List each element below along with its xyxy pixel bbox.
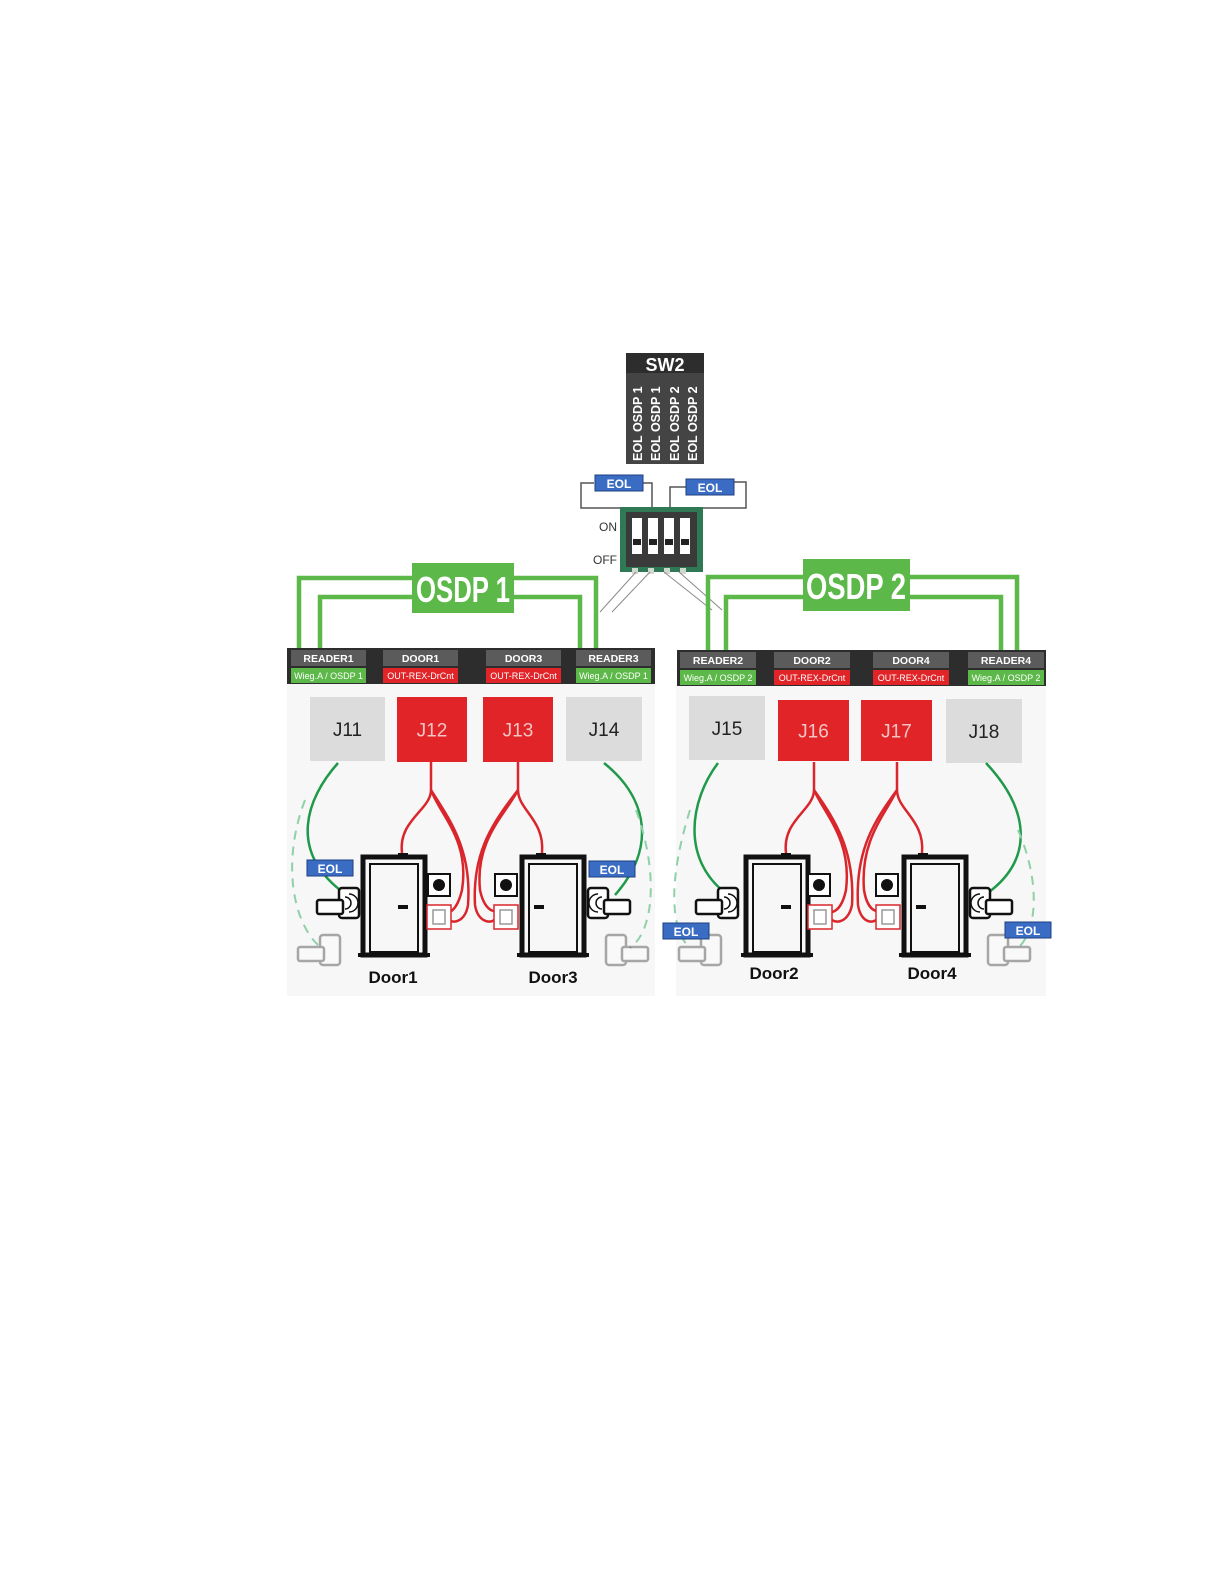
dip-to-bus-lines: [599, 571, 723, 613]
sw2-label-2: EOL OSDP 1: [649, 386, 663, 461]
sw2-label-4: EOL OSDP 2: [686, 386, 700, 461]
connector-j16: J16: [778, 700, 849, 761]
door-wires-red: [400, 762, 924, 923]
connector-j15: J15: [689, 696, 765, 760]
connector-blocks: J11 J12 J13 J14 J15 J16 J17 J18: [310, 696, 1022, 763]
svg-text:DOOR2: DOOR2: [793, 655, 831, 667]
connector-j12: J12: [397, 697, 467, 762]
svg-text:DOOR3: DOOR3: [505, 653, 543, 665]
svg-text:EOL: EOL: [607, 477, 632, 491]
connector-j17: J17: [861, 700, 932, 761]
osdp2-bus-wires: [705, 574, 1020, 650]
svg-text:Wieg.A / OSDP 1: Wieg.A / OSDP 1: [294, 671, 363, 681]
reader-eol-tag-door1: EOL: [306, 859, 354, 877]
reader-eol-tag-door2: EOL: [662, 922, 710, 940]
door-3: [517, 853, 589, 958]
sw2-eol-tag-2: EOL: [685, 478, 735, 496]
svg-text:READER3: READER3: [588, 653, 638, 665]
svg-text:J17: J17: [881, 722, 912, 743]
connector-j11: J11: [310, 697, 385, 761]
door-label-door1: Door1: [368, 968, 417, 987]
svg-text:READER4: READER4: [981, 655, 1031, 667]
svg-text:J12: J12: [417, 721, 448, 742]
svg-text:EOL: EOL: [318, 862, 343, 876]
sw2-label-3: EOL OSDP 2: [668, 386, 682, 461]
door-label-door2: Door2: [749, 964, 798, 983]
svg-text:OSDP 1: OSDP 1: [416, 569, 510, 610]
faded-card-reader-icons: [296, 933, 1032, 967]
door-4: [899, 853, 971, 958]
svg-text:OUT-REX-DrCnt: OUT-REX-DrCnt: [878, 673, 945, 683]
connector-j13: J13: [483, 697, 553, 762]
svg-text:READER2: READER2: [693, 655, 743, 667]
svg-text:EOL: EOL: [600, 863, 625, 877]
svg-text:J15: J15: [712, 719, 743, 740]
svg-text:Wieg.A / OSDP 2: Wieg.A / OSDP 2: [684, 673, 753, 683]
svg-text:J14: J14: [589, 720, 620, 741]
door-label-door4: Door4: [907, 964, 957, 983]
svg-text:J13: J13: [503, 721, 534, 742]
svg-text:EOL: EOL: [698, 481, 723, 495]
door-label-door3: Door3: [528, 968, 577, 987]
osdp2-bus-label: OSDP 2: [803, 559, 910, 611]
sw2-eol-tag-1: EOL: [594, 474, 644, 492]
svg-text:J16: J16: [798, 722, 829, 743]
door-1: [358, 853, 430, 958]
osdp1-bus-label: OSDP 1: [412, 563, 514, 613]
svg-text:OUT-REX-DrCnt: OUT-REX-DrCnt: [779, 673, 846, 683]
svg-text:Wieg.A / OSDP 2: Wieg.A / OSDP 2: [972, 673, 1041, 683]
svg-text:OSDP 2: OSDP 2: [806, 566, 906, 607]
svg-text:Wieg.A / OSDP 1: Wieg.A / OSDP 1: [579, 671, 648, 681]
sw2-eol-brackets: [580, 481, 747, 509]
sw2-title: SW2: [645, 355, 684, 375]
sw2-label-block: SW2 EOL OSDP 1 EOL OSDP 1 EOL OSDP 2 EOL…: [626, 353, 704, 464]
reader-eol-tag-door4: EOL: [1004, 921, 1052, 939]
svg-text:EOL: EOL: [674, 925, 699, 939]
dip-switch: [620, 507, 703, 574]
reader-eol-tag-door3: EOL: [588, 860, 636, 878]
svg-text:OUT-REX-DrCnt: OUT-REX-DrCnt: [387, 671, 454, 681]
dip-off-label: OFF: [593, 553, 617, 567]
door-contact-icons: [426, 904, 901, 930]
svg-text:READER1: READER1: [303, 653, 353, 665]
svg-text:DOOR4: DOOR4: [892, 655, 930, 667]
svg-text:J11: J11: [333, 720, 362, 741]
svg-text:OUT-REX-DrCnt: OUT-REX-DrCnt: [490, 671, 557, 681]
connector-j14: J14: [566, 697, 642, 761]
reader-wires-dashed: [291, 799, 1035, 949]
svg-text:DOOR1: DOOR1: [402, 653, 440, 665]
svg-text:EOL: EOL: [1016, 924, 1041, 938]
connector-j18: J18: [946, 699, 1022, 763]
dip-on-label: ON: [599, 520, 617, 534]
rex-button-icons: [427, 873, 899, 897]
card-reader-icons: [315, 886, 1014, 920]
sw2-label-1: EOL OSDP 1: [631, 386, 645, 461]
svg-text:J18: J18: [969, 722, 1000, 743]
osdp1-bus-wires: [296, 575, 599, 650]
